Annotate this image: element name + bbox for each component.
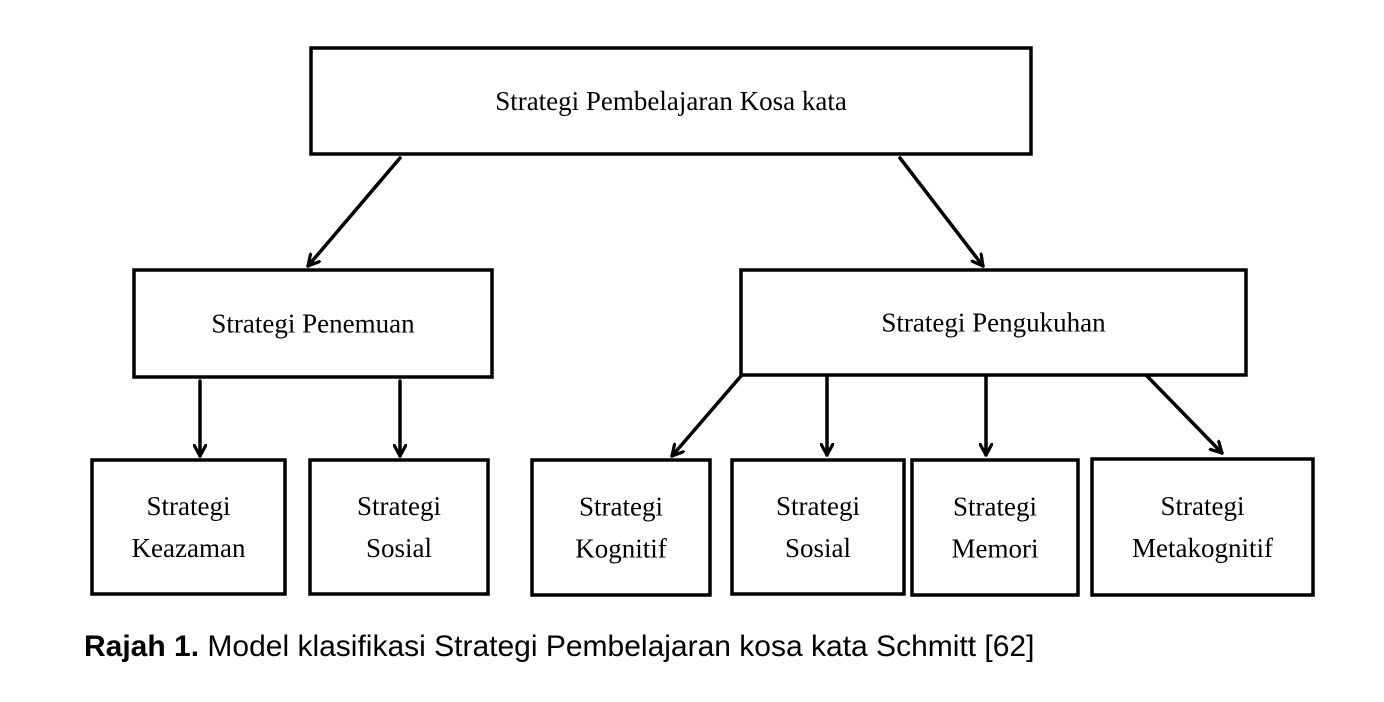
node-label: Strategi bbox=[357, 491, 441, 521]
arrow-pengukuhan-to-kognitif bbox=[670, 374, 743, 458]
node-label: Memori bbox=[952, 534, 1039, 564]
node-label: Strategi bbox=[953, 492, 1037, 522]
arrow-root-to-pengukuhan bbox=[898, 156, 985, 268]
node-box bbox=[132, 268, 494, 379]
hierarchy-diagram: Strategi Pembelajaran Kosa kataStrategi … bbox=[90, 46, 1315, 597]
node-box bbox=[910, 458, 1080, 597]
edges-layer bbox=[200, 156, 1224, 458]
node-root: Strategi Pembelajaran Kosa kata bbox=[309, 46, 1033, 156]
node-box bbox=[1090, 457, 1315, 597]
node-label: Keazaman bbox=[132, 533, 246, 563]
node-label: Sosial bbox=[785, 533, 851, 563]
node-penemuan: Strategi Penemuan bbox=[132, 268, 494, 379]
node-pengukuhan: Strategi Pengukuhan bbox=[739, 268, 1248, 377]
node-label: Sosial bbox=[366, 533, 432, 563]
caption-text: Model klasifikasi Strategi Pembelajaran … bbox=[199, 630, 1035, 663]
node-label: Strategi bbox=[776, 491, 860, 521]
node-label: Strategi Penemuan bbox=[211, 309, 415, 339]
node-box bbox=[309, 46, 1033, 156]
arrow-pengukuhan-to-metakognitif bbox=[1145, 374, 1224, 455]
node-label: Strategi bbox=[1161, 491, 1245, 521]
node-box bbox=[308, 458, 490, 596]
node-box bbox=[90, 458, 287, 596]
node-label: Strategi bbox=[147, 491, 231, 521]
node-box bbox=[730, 458, 906, 596]
node-label: Metakognitif bbox=[1132, 533, 1273, 563]
arrow-root-to-penemuan bbox=[306, 156, 402, 268]
node-label: Kognitif bbox=[575, 534, 667, 564]
node-label: Strategi bbox=[579, 492, 663, 522]
caption-label: Rajah 1. bbox=[84, 630, 200, 663]
node-box bbox=[530, 458, 712, 597]
figure-caption: Rajah 1. Model klasifikasi Strategi Pemb… bbox=[84, 630, 1034, 664]
nodes-layer: Strategi Pembelajaran Kosa kataStrategi … bbox=[90, 46, 1315, 597]
node-box bbox=[739, 268, 1248, 377]
node-label: Strategi Pengukuhan bbox=[881, 308, 1106, 338]
node-label: Strategi Pembelajaran Kosa kata bbox=[495, 86, 847, 116]
